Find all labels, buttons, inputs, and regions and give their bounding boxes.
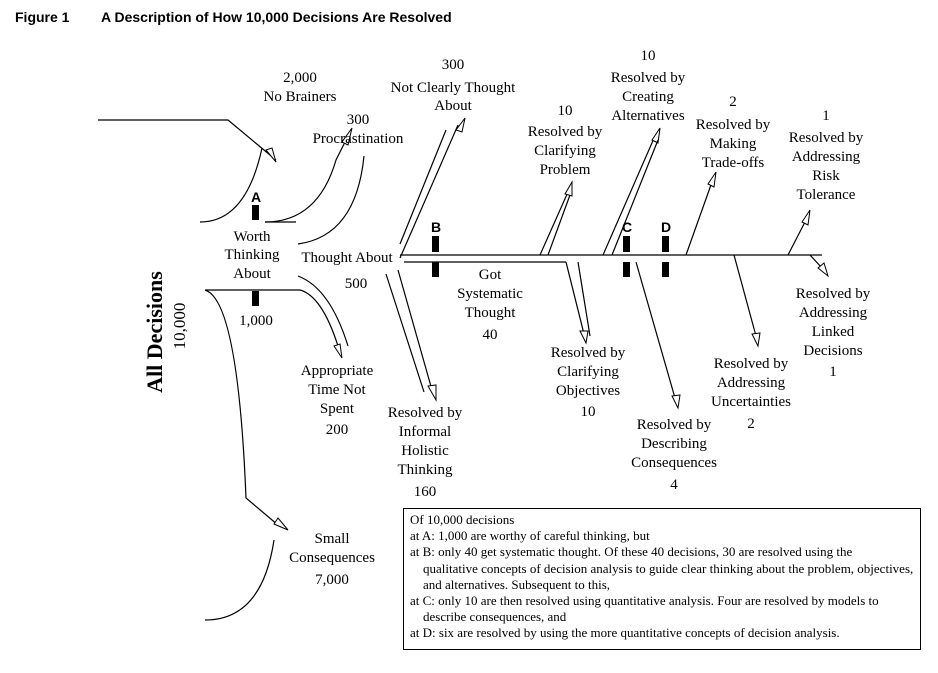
addressing-uncertainties-line-3: Uncertainties	[711, 394, 791, 410]
marker-a-label: A	[251, 189, 261, 205]
creating-alternatives-count: 10	[641, 48, 656, 64]
marker-d-label: D	[661, 219, 671, 235]
clarifying-problem-count: 10	[558, 103, 573, 119]
notes-b: at B: only 40 get systematic thought. Of…	[410, 544, 853, 560]
linked-decisions-line-4: Decisions	[803, 343, 862, 359]
addressing-uncertainties-count: 2	[747, 416, 755, 432]
small-consequences-line-1: Small	[314, 531, 349, 547]
making-tradeoffs-line-1: Resolved by	[696, 117, 771, 133]
systematic-line-2: Systematic	[457, 286, 523, 302]
creating-alternatives-line-1: Resolved by	[611, 70, 686, 86]
figure-number: Figure 1	[15, 9, 70, 25]
marker-d-upper	[662, 236, 669, 252]
thought-about-label: Thought About	[301, 250, 393, 266]
making-tradeoffs-count: 2	[729, 94, 737, 110]
notes-intro: Of 10,000 decisions	[410, 512, 515, 527]
clarifying-objectives-line-1: Resolved by	[551, 345, 626, 361]
clarifying-objectives-line-3: Objectives	[556, 383, 620, 399]
appropriate-time-count: 200	[326, 422, 349, 438]
marker-b-upper	[432, 236, 439, 252]
linked-decisions-line-1: Resolved by	[796, 286, 871, 302]
node-labels: 2,000 No Brainers 300 Procrastination Wo…	[225, 48, 871, 588]
marker-d-lower	[662, 262, 669, 277]
making-tradeoffs-line-2: Making	[710, 136, 757, 152]
describing-consequences-line-2: Describing	[641, 436, 707, 452]
figure-title: A Description of How 10,000 Decisions Ar…	[101, 9, 452, 25]
systematic-line-3: Thought	[465, 305, 517, 321]
procrastination-count: 300	[347, 112, 370, 128]
marker-b-label: B	[431, 219, 441, 235]
describing-consequences-line-1: Resolved by	[637, 417, 712, 433]
worth-thinking-line-3: About	[233, 266, 271, 282]
notes-b-continued: qualitative concepts of decision analysi…	[423, 560, 914, 592]
linked-decisions-count: 1	[829, 364, 837, 380]
root-label: All Decisions	[142, 271, 167, 393]
notes-d: at D: six are resolved by using the more…	[410, 625, 840, 641]
no-brainers-count: 2,000	[283, 70, 317, 86]
creating-alternatives-line-3: Alternatives	[611, 108, 684, 124]
clarifying-objectives-line-2: Clarifying	[557, 364, 619, 380]
linked-decisions-line-3: Linked	[812, 324, 855, 340]
informal-holistic-line-1: Resolved by	[388, 405, 463, 421]
notes-c: at C: only 10 are then resolved using qu…	[410, 593, 879, 609]
risk-tolerance-line-3: Risk	[812, 168, 840, 184]
describing-consequences-count: 4	[670, 477, 678, 493]
small-consequences-line-2: Consequences	[289, 550, 375, 566]
marker-c-upper	[623, 236, 630, 252]
risk-tolerance-line-1: Resolved by	[789, 130, 864, 146]
procrastination-label: Procrastination	[313, 131, 404, 147]
marker-a-lower	[252, 291, 259, 306]
addressing-uncertainties-line-1: Resolved by	[714, 356, 789, 372]
not-clearly-count: 300	[442, 57, 465, 73]
appropriate-time-line-3: Spent	[320, 401, 355, 417]
marker-c-label: C	[622, 219, 632, 235]
worth-thinking-line-1: Worth	[233, 229, 271, 245]
informal-holistic-line-4: Thinking	[398, 462, 453, 478]
describing-consequences-line-3: Consequences	[631, 455, 717, 471]
making-tradeoffs-line-3: Trade-offs	[702, 155, 765, 171]
clarifying-problem-line-2: Clarifying	[534, 143, 596, 159]
notes-a: at A: 1,000 are worthy of careful thinki…	[410, 528, 650, 544]
worth-thinking-line-2: Thinking	[225, 247, 280, 263]
informal-holistic-line-2: Informal	[399, 424, 451, 440]
risk-tolerance-line-4: Tolerance	[797, 187, 856, 203]
worth-thinking-count: 1,000	[239, 313, 273, 329]
marker-b-lower	[432, 262, 439, 277]
linked-decisions-line-2: Addressing	[799, 305, 868, 321]
risk-tolerance-line-2: Addressing	[792, 149, 861, 165]
flow-lines	[98, 117, 829, 621]
clarifying-problem-line-3: Problem	[540, 162, 591, 178]
informal-holistic-count: 160	[414, 484, 437, 500]
markers: A B C D	[251, 189, 671, 306]
appropriate-time-line-1: Appropriate	[301, 363, 374, 379]
marker-c-lower	[623, 262, 630, 277]
small-consequences-count: 7,000	[315, 572, 349, 588]
no-brainers-label: No Brainers	[264, 89, 337, 105]
clarifying-problem-line-1: Resolved by	[528, 124, 603, 140]
systematic-line-1: Got	[479, 267, 502, 283]
creating-alternatives-line-2: Creating	[622, 89, 674, 105]
addressing-uncertainties-line-2: Addressing	[717, 375, 786, 391]
marker-a-upper	[252, 205, 259, 220]
notes-c-continued: describe consequences, and	[423, 609, 567, 625]
not-clearly-line-2: About	[434, 98, 472, 114]
appropriate-time-line-2: Time Not	[308, 382, 366, 398]
thought-about-count: 500	[345, 276, 368, 292]
risk-tolerance-count: 1	[822, 108, 830, 124]
explanation-box: Of 10,000 decisions at A: 1,000 are wort…	[403, 508, 921, 650]
clarifying-objectives-count: 10	[581, 404, 596, 420]
root-count: 10,000	[170, 303, 189, 350]
informal-holistic-line-3: Holistic	[401, 443, 449, 459]
not-clearly-line-1: Not Clearly Thought	[391, 80, 517, 96]
systematic-count: 40	[483, 327, 498, 343]
